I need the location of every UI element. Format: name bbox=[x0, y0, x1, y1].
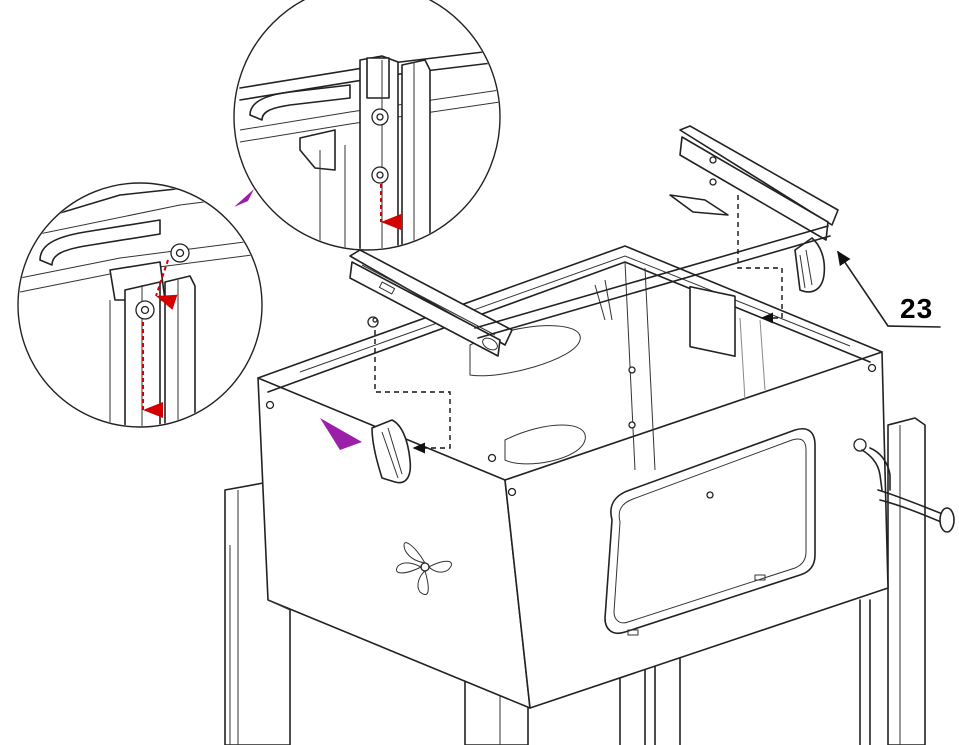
crank-handle-icon bbox=[853, 438, 955, 533]
callout-number: 23 bbox=[900, 293, 934, 324]
left-dashed-guide bbox=[374, 330, 451, 454]
grill-body bbox=[257, 245, 889, 709]
pointer-arrow-upper bbox=[234, 189, 254, 207]
cross-rod bbox=[474, 225, 831, 339]
left-hanger-plate bbox=[371, 419, 412, 484]
callout-leader bbox=[837, 250, 941, 328]
back-leg-right bbox=[887, 417, 926, 745]
left-bracket-rail bbox=[349, 249, 513, 357]
pointer-arrow-lower bbox=[320, 418, 362, 450]
right-dashed-guide bbox=[737, 195, 783, 324]
right-bracket-rail bbox=[669, 125, 839, 358]
right-hanger-plate bbox=[794, 237, 826, 293]
fan-vent-icon bbox=[396, 542, 452, 595]
front-door-window bbox=[604, 428, 816, 636]
detail-zoom-icon bbox=[17, 0, 501, 428]
